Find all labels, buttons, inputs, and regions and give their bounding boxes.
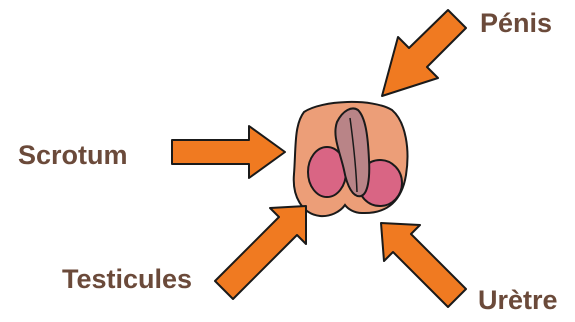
penis-arrow [381, 9, 467, 97]
testicules-arrow [214, 205, 307, 300]
uretre-arrow [380, 222, 467, 308]
scrotum-label: Scrotum [18, 140, 128, 170]
urethra-line [349, 117, 358, 193]
penis-shape [334, 107, 371, 198]
testicules-label: Testicules [62, 264, 193, 294]
uretre-label: Urètre [478, 285, 558, 315]
penis-label: Pénis [480, 8, 553, 38]
scrotum-arrow [171, 125, 286, 179]
